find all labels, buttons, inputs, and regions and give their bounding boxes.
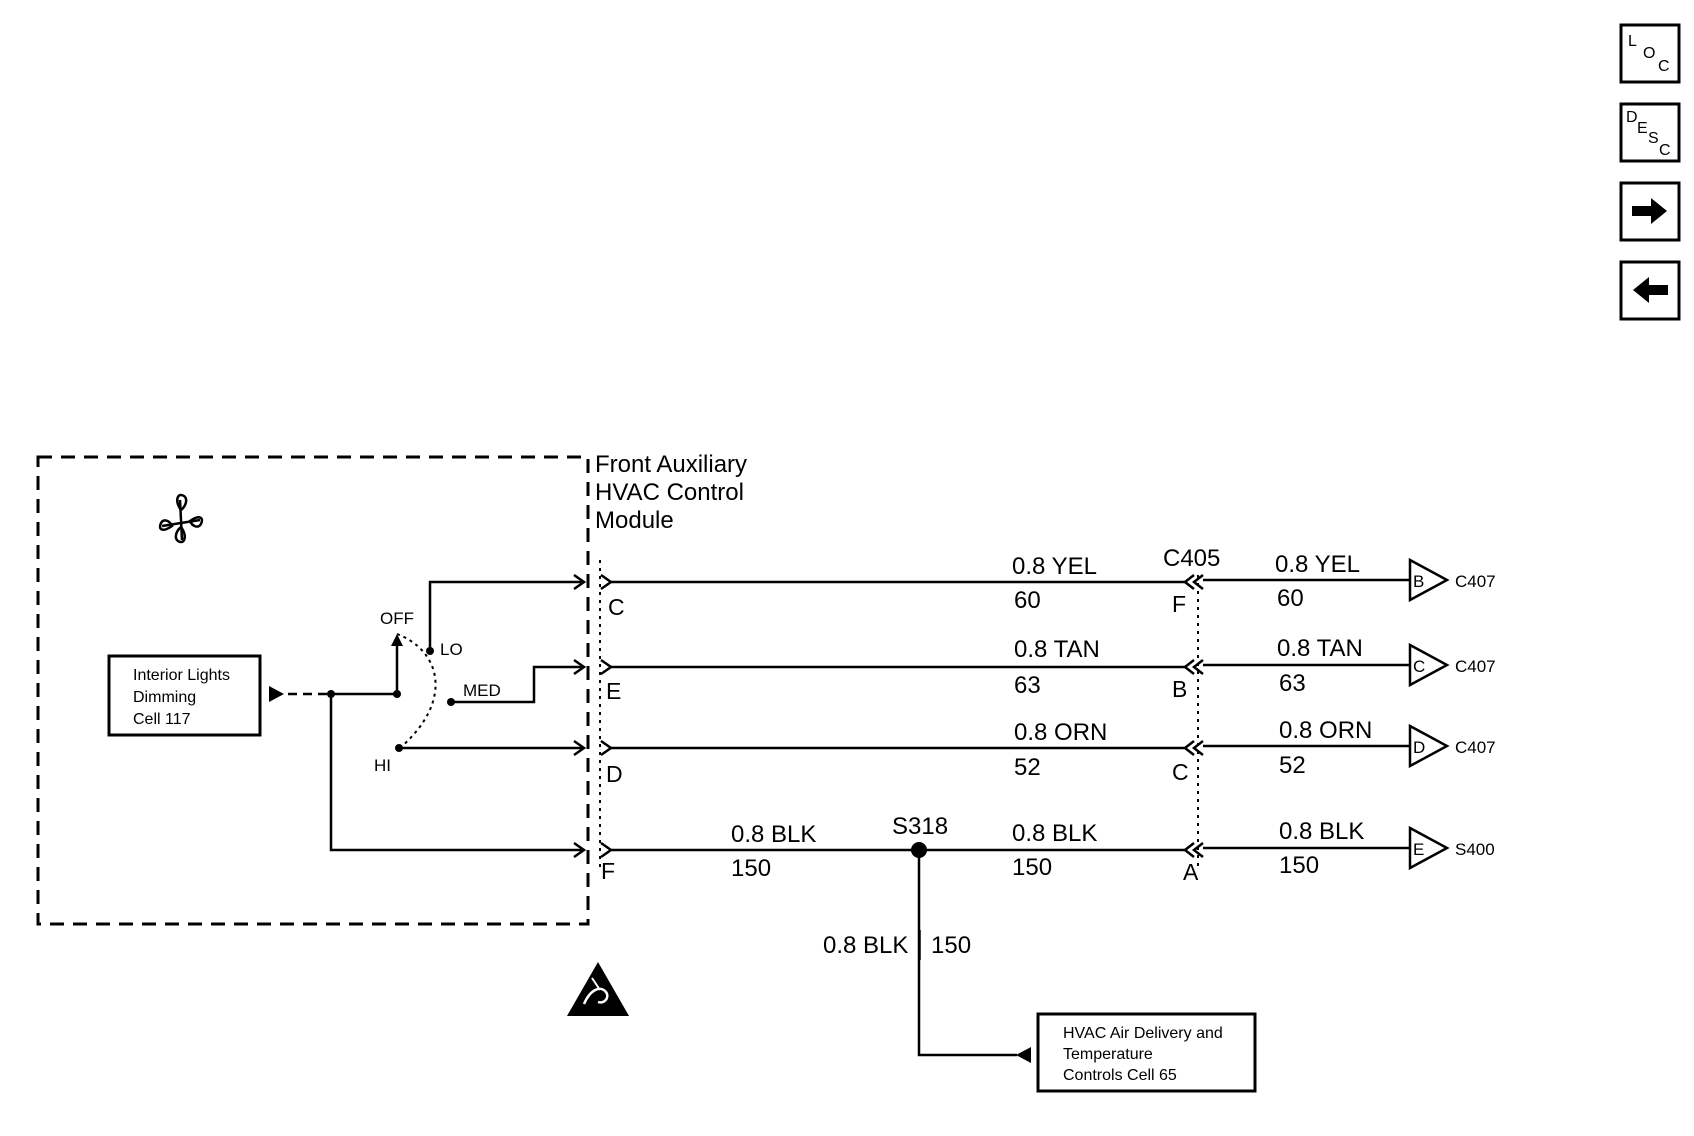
ground-pre-splice-color: 0.8 BLK	[731, 821, 816, 848]
wire-med-internal	[451, 665, 584, 704]
ground-drop-circuit: 150	[931, 932, 971, 959]
module-pin-d: D	[606, 761, 623, 787]
module-title-line-3: Module	[595, 507, 674, 534]
dimming-link-arrow	[269, 686, 284, 702]
wire-tan-right-circuit: 63	[1279, 670, 1306, 697]
hvac-air-line-2: Temperature	[1063, 1046, 1153, 1063]
module-pin-e: E	[606, 678, 621, 704]
wire-yel-right-circuit: 60	[1277, 585, 1304, 612]
fan-icon	[158, 493, 204, 544]
dest-c407-d-label: C407	[1455, 738, 1496, 757]
wire-blk-left-circuit: 150	[1012, 854, 1052, 881]
arrow-right-icon	[1632, 198, 1667, 224]
wire-orn-right-color: 0.8 ORN	[1279, 717, 1372, 744]
hvac-air-line-1: HVAC Air Delivery and	[1063, 1025, 1223, 1042]
wire-blk-right-color: 0.8 BLK	[1279, 818, 1364, 845]
wire-tan-left-color: 0.8 TAN	[1014, 636, 1100, 663]
dest-s400-e-label: S400	[1455, 840, 1495, 859]
esd-warning-icon	[567, 962, 629, 1016]
arrow-left-icon	[1633, 277, 1668, 303]
wire-yel-left-color: 0.8 YEL	[1012, 553, 1097, 580]
desc-button[interactable]: D E S C	[1619, 102, 1681, 163]
dest-s400-e-pin: E	[1413, 840, 1424, 859]
loc-letter-c: C	[1658, 58, 1670, 75]
wire-tan-left-circuit: 63	[1014, 672, 1041, 699]
dest-s400-e[interactable]: E S400	[1408, 825, 1495, 871]
interior-lights-line-1: Interior Lights	[133, 667, 230, 684]
interior-lights-line-2: Dimming	[133, 689, 196, 706]
module-title-line-1: Front Auxiliary	[595, 451, 747, 478]
c405-pin-a: A	[1183, 859, 1199, 885]
loc-letter-o: O	[1643, 45, 1655, 62]
module-connector-arrows	[573, 573, 614, 859]
back-button[interactable]	[1619, 260, 1681, 321]
wire-blk-right-circuit: 150	[1279, 852, 1319, 879]
dest-c407-b-pin: B	[1413, 572, 1424, 591]
c405-arrows	[1182, 574, 1204, 858]
c405-pin-f: F	[1172, 591, 1186, 617]
module-pin-f: F	[601, 858, 615, 884]
wire-lo-internal	[428, 580, 584, 651]
desc-letter-d: D	[1626, 109, 1638, 126]
wire-ground-internal	[329, 694, 584, 852]
switch-med-label: MED	[463, 681, 501, 700]
dest-c407-c[interactable]: C C407	[1408, 642, 1496, 688]
switch-off-label: OFF	[380, 609, 414, 628]
wire-blk-left-color: 0.8 BLK	[1012, 820, 1097, 847]
forward-button[interactable]	[1619, 181, 1681, 242]
module-boundary	[36, 455, 590, 926]
desc-letter-e: E	[1637, 120, 1648, 137]
wire-yel-right-color: 0.8 YEL	[1275, 551, 1360, 578]
module-title-line-2: HVAC Control	[595, 479, 744, 506]
interior-lights-box[interactable]	[107, 654, 262, 737]
switch-hi-label: HI	[374, 756, 391, 775]
desc-letter-c: C	[1659, 142, 1671, 159]
wire-yel-left-circuit: 60	[1014, 587, 1041, 614]
hvac-air-line-3: Controls Cell 65	[1063, 1067, 1177, 1084]
ground-pre-splice-circuit: 150	[731, 855, 771, 882]
hvac-air-delivery-box[interactable]	[1036, 1012, 1257, 1093]
dest-c407-c-label: C407	[1455, 657, 1496, 676]
ground-drop-color: 0.8 BLK	[823, 932, 908, 959]
loc-letter-l: L	[1628, 33, 1637, 50]
dest-c407-b-label: C407	[1455, 572, 1496, 591]
dest-c407-b[interactable]: B C407	[1408, 557, 1496, 603]
loc-button[interactable]: L O C	[1619, 23, 1681, 84]
module-pin-c: C	[608, 594, 625, 620]
wire-orn-left-color: 0.8 ORN	[1014, 719, 1107, 746]
switch-lo-label: LO	[440, 640, 463, 659]
wire-tan-right-color: 0.8 TAN	[1277, 635, 1363, 662]
wire-orn-left-circuit: 52	[1014, 754, 1041, 781]
c405-pin-b: B	[1172, 676, 1187, 702]
dest-c407-d[interactable]: D C407	[1408, 723, 1496, 769]
dest-c407-c-pin: C	[1413, 657, 1425, 676]
splice-s318-label: S318	[892, 813, 948, 840]
wire-ground-drop	[917, 850, 1017, 1057]
wire-orn-right-circuit: 52	[1279, 752, 1306, 779]
switch-arc	[396, 633, 437, 749]
c405-label: C405	[1163, 545, 1220, 572]
interior-lights-line-3: Cell 117	[133, 711, 191, 728]
c405-pin-c: C	[1172, 759, 1189, 785]
desc-letter-s: S	[1648, 130, 1659, 147]
dest-c407-d-pin: D	[1413, 738, 1425, 757]
